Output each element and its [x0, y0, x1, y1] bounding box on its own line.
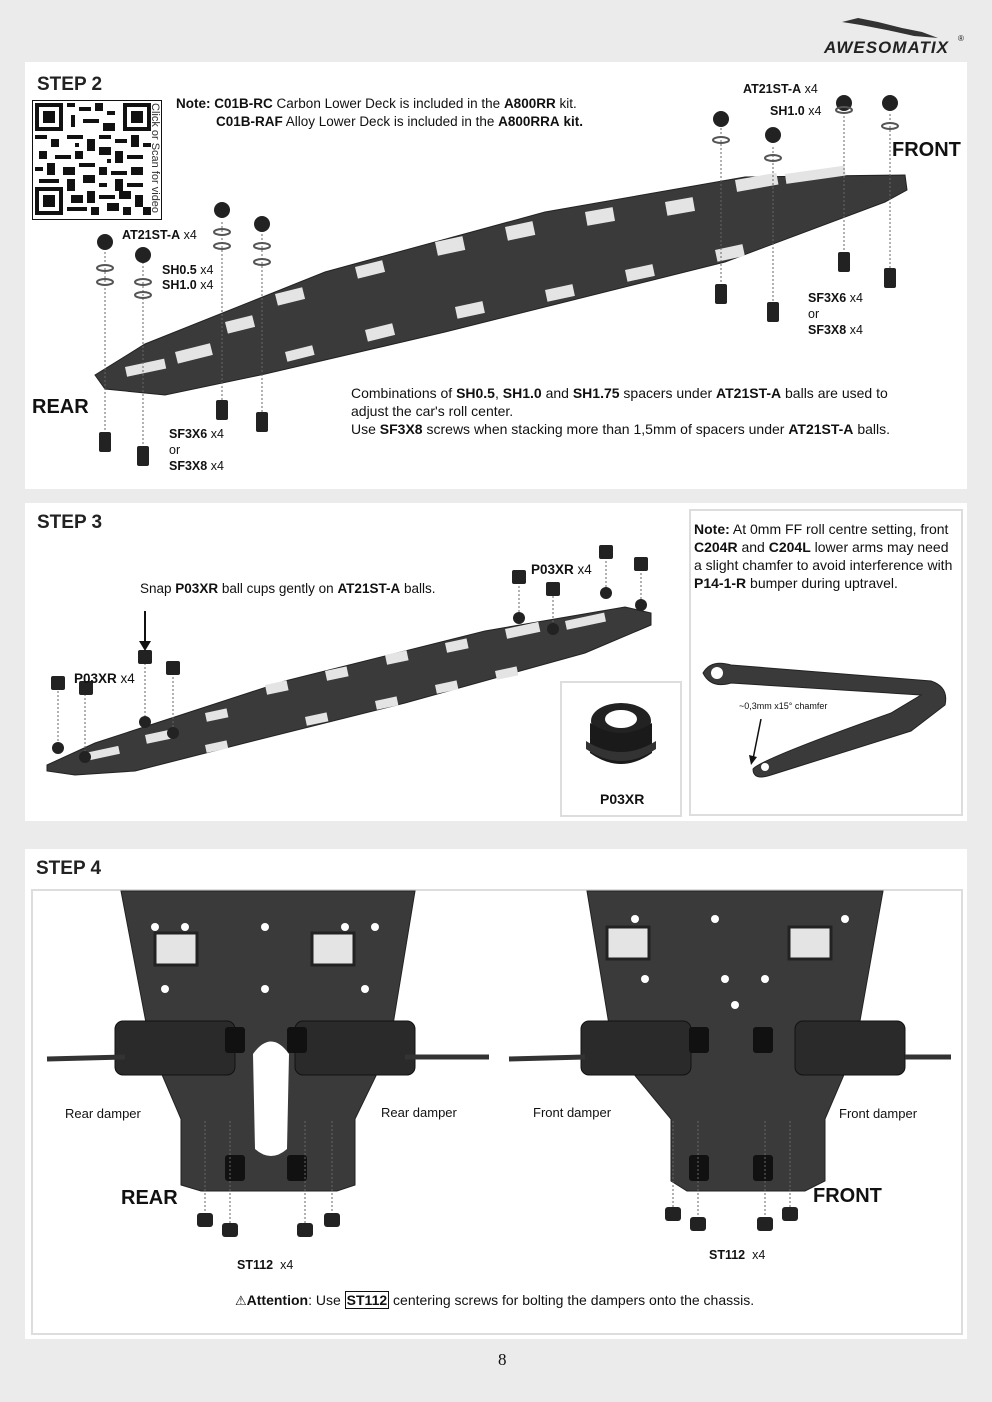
note-kit-rra: A800RRA [498, 114, 560, 129]
step2-info: Combinations of SH0.5, SH1.0 and SH1.75 … [351, 385, 890, 437]
label-rear: REAR [121, 1187, 178, 1209]
brand-logo: AWESOMATIX ® [818, 16, 968, 60]
label-cups-rear: P03XR x4 [74, 671, 135, 686]
label-front: FRONT [813, 1185, 882, 1207]
note-part-raf: C01B-RAF [216, 114, 283, 129]
label-sh10-front: SH1.0 x4 [770, 104, 822, 118]
label-ball-front: AT21ST-A x4 [743, 82, 818, 96]
step3-note: Note: At 0mm FF roll centre setting, fro… [694, 521, 953, 591]
attention-note: ⚠Attention: Use ST112 centering screws f… [235, 1291, 755, 1309]
step2-note: Note: C01B-RC Carbon Lower Deck is inclu… [176, 95, 583, 131]
down-arrow-icon [139, 611, 151, 651]
cups-drawing [46, 545, 652, 776]
label-screws-front: SF3X6 x4 or SF3X8 x4 [808, 291, 863, 337]
note-end-2: kit. [563, 114, 583, 129]
label-sh10-rear: SH1.0 x4 [162, 278, 214, 292]
warning-icon: ⚠ [235, 1293, 247, 1308]
qr-code[interactable]: Click or Scan for video [32, 100, 162, 220]
lower-deck-drawing [94, 95, 908, 466]
qr-code-icon [35, 103, 151, 215]
note-end-1: kit. [559, 96, 577, 111]
note-text-2: Alloy Lower Deck is included in the [285, 114, 495, 129]
label-screws-rear: SF3X6 x4 or SF3X8 x4 [169, 427, 224, 473]
step2-title: STEP 2 [37, 74, 103, 95]
step4-panel: STEP 4 [25, 849, 967, 1339]
registered-mark: ® [958, 34, 964, 43]
label-front: FRONT [892, 139, 961, 161]
label-ball-rear: AT21ST-A x4 [122, 228, 197, 242]
qr-caption: Click or Scan for video [149, 103, 161, 214]
step3-note-box: Note: At 0mm FF roll centre setting, fro… [689, 509, 963, 816]
chamfer-label: ~0,3mm x15° chamfer [739, 701, 828, 711]
note-kit-rr: A800RR [503, 96, 556, 111]
label-cups-front: P03XR x4 [531, 562, 592, 577]
note-text-1: Carbon Lower Deck is included in the [276, 96, 501, 111]
label-screws-front: ST112 x4 [709, 1248, 766, 1262]
label-sh05: SH0.5 x4 [162, 263, 214, 277]
lower-arm-icon [702, 662, 947, 778]
dampers-drawing [46, 890, 951, 1237]
label-rear-damper-left: Rear damper [65, 1106, 141, 1121]
ball-cup-icon [586, 703, 656, 764]
page-number: 8 [498, 1350, 507, 1369]
step3-title: STEP 3 [37, 512, 103, 533]
snap-instruction: Snap P03XR ball cups gently on AT21ST-A … [140, 581, 436, 596]
label-screws-rear: ST112 x4 [237, 1258, 294, 1272]
label-rear: REAR [32, 396, 89, 418]
step3-panel: STEP 3 [25, 503, 967, 821]
p03xr-detail: P03XR [560, 681, 682, 817]
brand-name: AWESOMATIX [824, 38, 949, 57]
step4-frame [31, 889, 963, 1335]
note-part-rc: C01B-RC [214, 96, 273, 111]
note-label: Note: [176, 96, 211, 111]
step2-panel: STEP 2 Click or Scan for video [25, 62, 967, 489]
label-rear-damper-right: Rear damper [381, 1105, 457, 1120]
label-front-damper-left: Front damper [533, 1105, 612, 1120]
step4-title: STEP 4 [36, 858, 102, 879]
p03xr-label: P03XR [600, 791, 645, 807]
label-front-damper-right: Front damper [839, 1106, 918, 1121]
logo-swoosh-icon [842, 18, 938, 38]
